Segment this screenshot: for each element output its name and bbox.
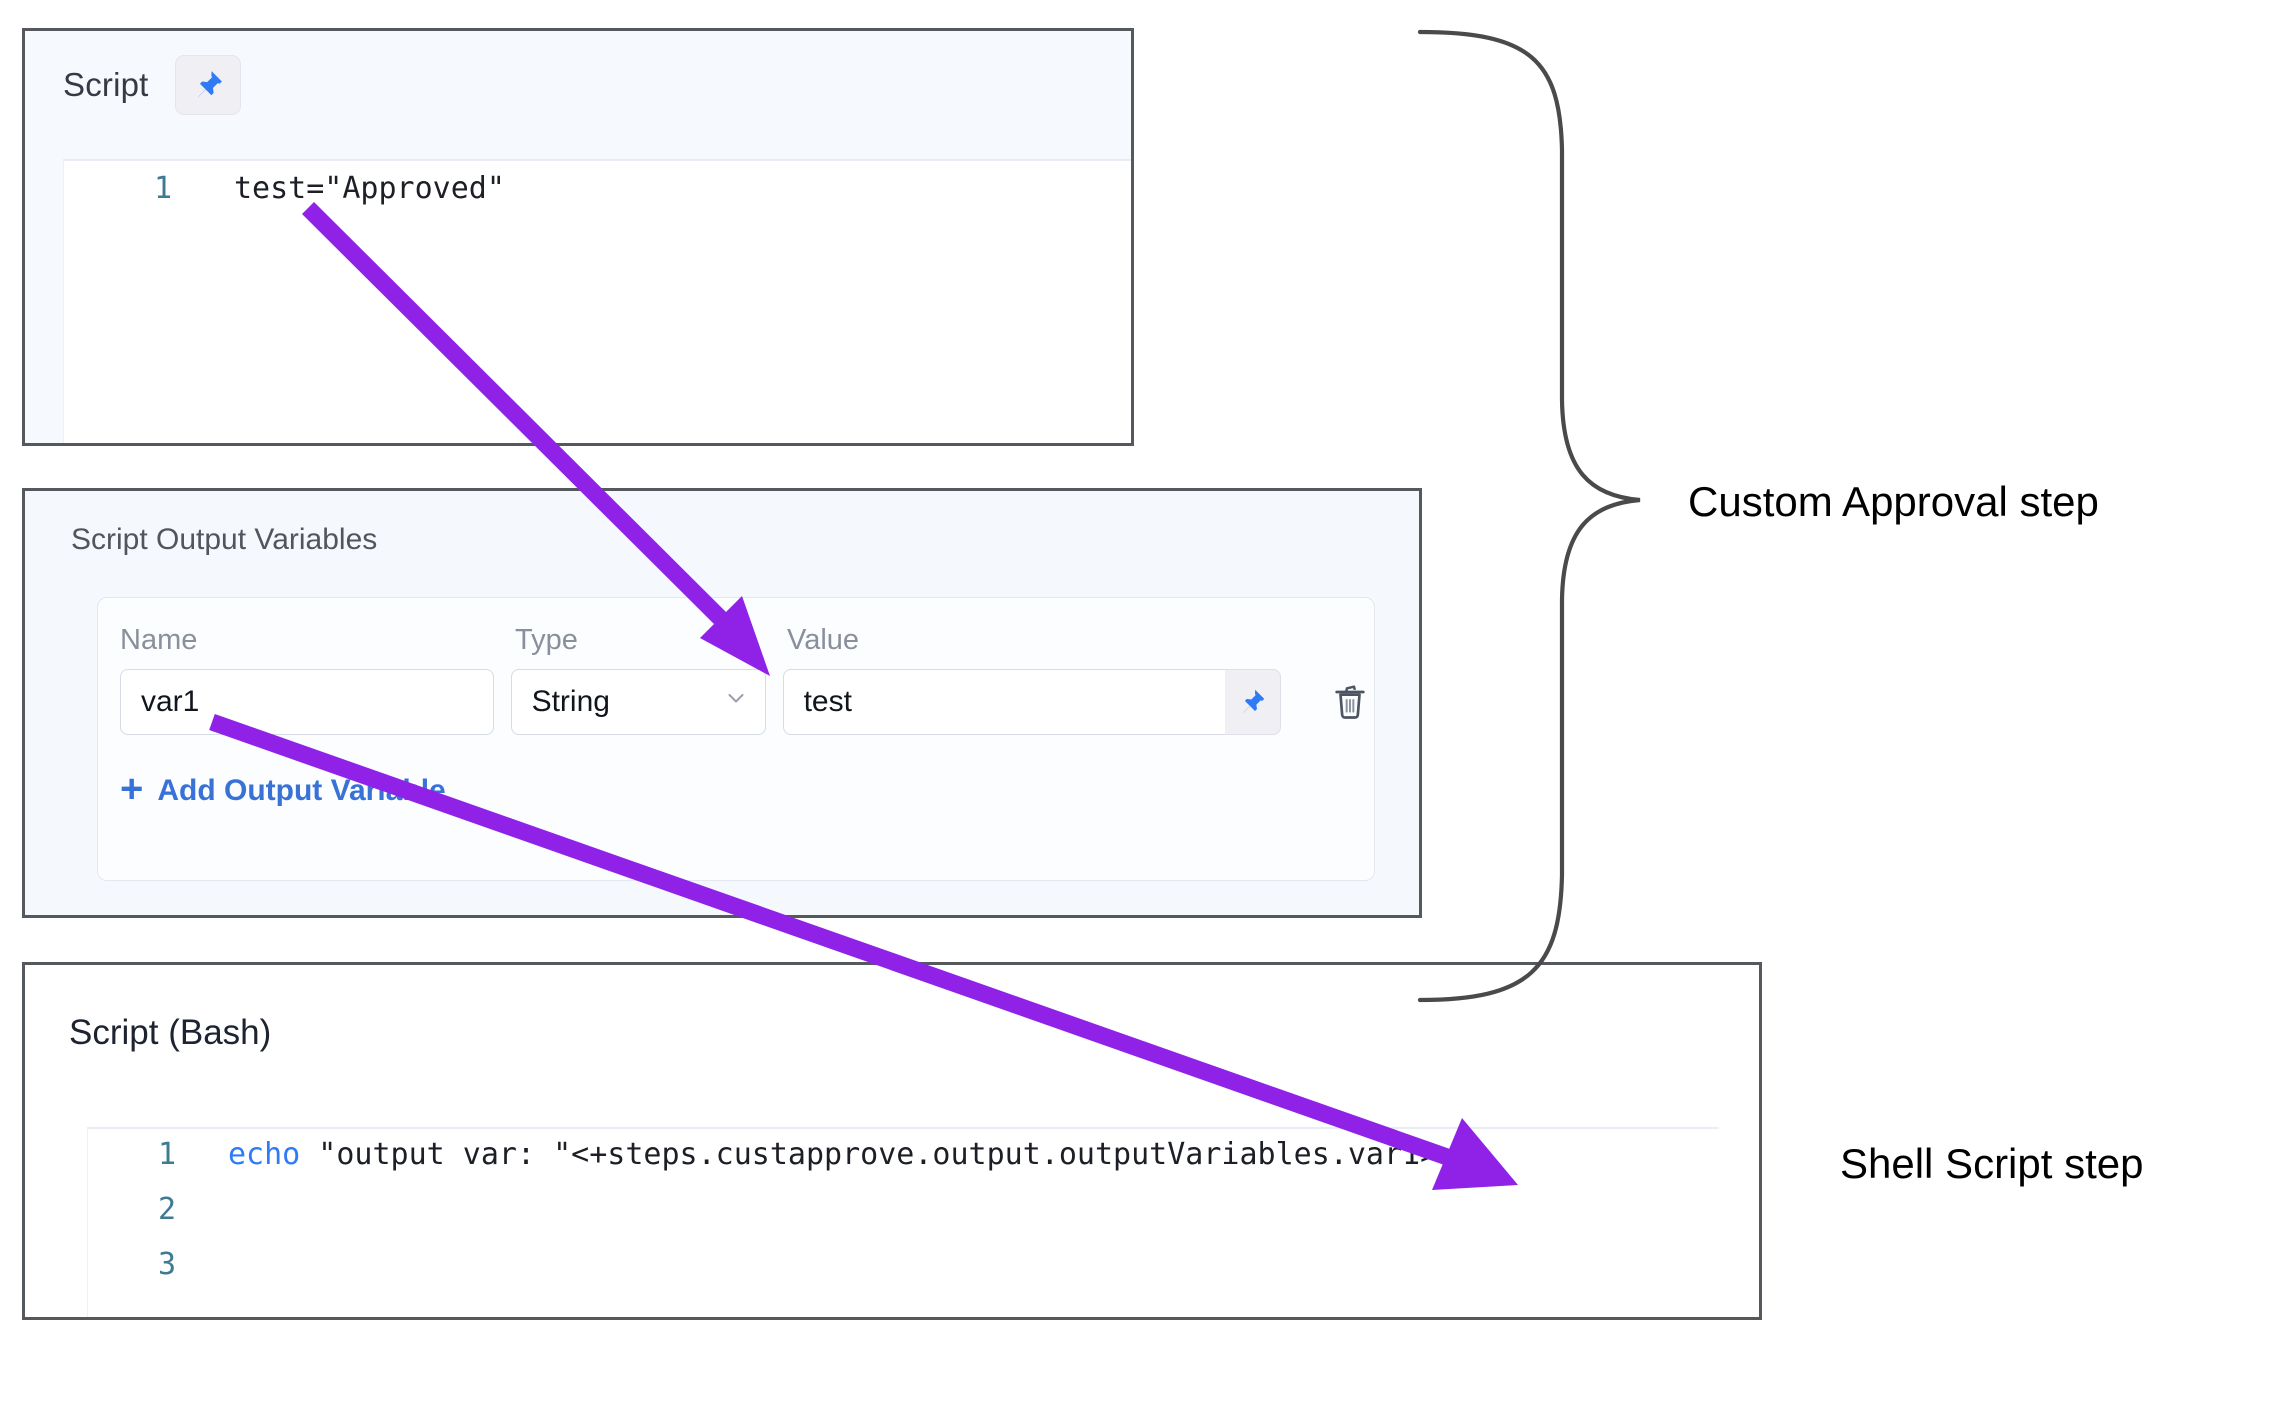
bash-code-editor[interactable]: 1 echo "output var: "<+steps.custapprove… [87, 1127, 1719, 1317]
column-header-type: Type [515, 624, 578, 656]
pushpin-icon[interactable] [174, 55, 241, 115]
line-number: 3 [157, 1247, 176, 1282]
column-header-value: Value [787, 624, 860, 656]
code-line: 2 [88, 1184, 1719, 1239]
code-text: test="Approved" [234, 171, 505, 206]
script-panel-header: Script [25, 31, 1131, 115]
column-header-name: Name [120, 624, 198, 656]
variable-value-group: test [782, 669, 1281, 735]
code-line: 1 echo "output var: "<+steps.custapprove… [88, 1129, 1719, 1184]
code-keyword: echo [228, 1137, 301, 1172]
script-panel-title: Script [63, 66, 149, 103]
variable-type-value: String [531, 685, 610, 718]
table-row: var1 String test [98, 657, 1374, 735]
code-line: 3 [88, 1239, 1719, 1294]
chevron-down-icon [723, 685, 749, 719]
add-output-variable-label: Add Output Variable [157, 774, 446, 807]
variable-value-input[interactable]: test [782, 669, 1225, 735]
bash-script-title: Script (Bash) [69, 1013, 272, 1052]
plus-icon: + [120, 767, 144, 811]
code-line: 1 test="Approved" [64, 161, 1131, 215]
script-output-variables-panel: Script Output Variables Name Type Value … [22, 488, 1422, 918]
code-text [176, 1184, 228, 1192]
script-code-editor[interactable]: 1 test="Approved" [63, 159, 1131, 443]
pushpin-icon[interactable] [1224, 669, 1281, 735]
curly-brace-icon [1417, 29, 1641, 1003]
variable-name-input[interactable]: var1 [120, 669, 494, 735]
trash-icon[interactable] [1327, 676, 1374, 728]
code-text: echo "output var: "<+steps.custapprove.o… [176, 1129, 1438, 1172]
line-number: 1 [153, 171, 172, 206]
bash-script-panel: Script (Bash) 1 echo "output var: "<+ste… [22, 962, 1762, 1320]
script-panel: Script 1 test="Approved" [22, 28, 1134, 446]
add-output-variable-button[interactable]: + Add Output Variable [98, 735, 1374, 811]
output-variables-column-headers: Name Type Value [98, 598, 1374, 657]
line-number: 2 [157, 1192, 176, 1227]
code-text [176, 1239, 228, 1247]
custom-approval-step-label: Custom Approval step [1688, 478, 2099, 525]
output-variables-card: Name Type Value var1 String t [97, 597, 1375, 881]
variable-type-select[interactable]: String [510, 669, 766, 735]
shell-script-step-label: Shell Script step [1840, 1140, 2144, 1187]
line-number: 1 [157, 1137, 176, 1172]
script-output-variables-title: Script Output Variables [71, 523, 378, 556]
code-rest: "output var: "<+steps.custapprove.output… [300, 1137, 1439, 1172]
